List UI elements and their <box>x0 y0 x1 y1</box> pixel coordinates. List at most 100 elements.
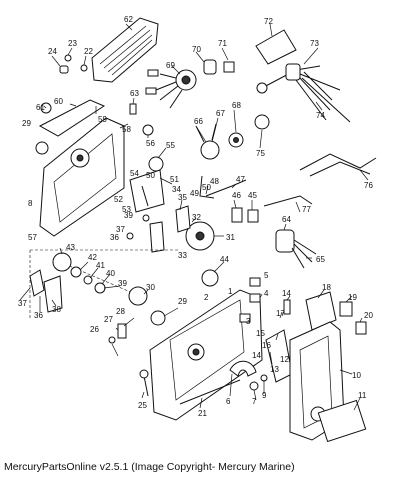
part-bushing-5 <box>249 277 261 287</box>
part-nut-37 <box>126 232 134 240</box>
callout-17: 17 <box>276 309 285 318</box>
callout-2: 2 <box>204 293 209 302</box>
callout-23: 23 <box>68 39 77 48</box>
callout-36b: 36 <box>34 311 43 320</box>
callout-63: 63 <box>130 89 139 98</box>
callout-50a: 50 <box>146 171 155 180</box>
callout-53: 53 <box>122 205 131 214</box>
callout-59: 59 <box>98 115 107 124</box>
callout-29b: 29 <box>178 297 187 306</box>
callout-75: 75 <box>256 149 265 158</box>
callout-60: 60 <box>54 97 63 106</box>
part-nut-small <box>80 64 88 72</box>
callout-43: 43 <box>66 243 75 252</box>
callout-62: 62 <box>124 15 133 24</box>
part-seal-30 <box>128 286 148 306</box>
part-pin-small <box>59 65 69 74</box>
part-screw-39 <box>142 214 150 222</box>
part-wiring-harness <box>256 63 351 123</box>
part-shaft-assembly <box>52 252 106 294</box>
callout-47: 47 <box>236 175 245 184</box>
callout-52: 52 <box>114 195 123 204</box>
callout-48: 48 <box>210 177 219 186</box>
callout-26: 26 <box>90 325 99 334</box>
callout-74: 74 <box>316 111 325 120</box>
part-retainer-28 <box>117 323 127 339</box>
part-seal-29 <box>150 310 166 326</box>
callout-19: 19 <box>348 293 357 302</box>
part-washer-small <box>64 54 72 62</box>
callout-64: 64 <box>282 215 291 224</box>
callout-9: 9 <box>262 391 267 400</box>
part-bushing <box>203 59 217 75</box>
part-lead-76 <box>299 153 377 177</box>
callout-67: 67 <box>216 109 225 118</box>
part-grommet-29 <box>35 141 49 155</box>
callout-labels: 62 24 23 22 70 71 69 72 73 74 75 76 61 6… <box>18 15 373 418</box>
callout-20: 20 <box>364 311 373 320</box>
callout-10: 10 <box>352 371 361 380</box>
callout-51: 51 <box>170 175 179 184</box>
callout-8: 8 <box>28 199 33 208</box>
callout-32: 32 <box>192 213 201 222</box>
part-cover-plate-11 <box>317 399 367 443</box>
callout-57: 57 <box>28 233 37 242</box>
part-nut-56 <box>142 124 154 136</box>
part-cable-47 <box>205 179 247 197</box>
callout-6: 6 <box>226 397 231 406</box>
part-clip <box>223 61 235 73</box>
part-bushing-3 <box>239 313 251 323</box>
callout-54: 54 <box>130 169 139 178</box>
callout-41: 41 <box>96 261 105 270</box>
callout-66: 66 <box>194 117 203 126</box>
callout-46: 46 <box>232 191 241 200</box>
callout-39b: 39 <box>118 279 127 288</box>
callout-35: 35 <box>178 193 187 202</box>
callout-56: 56 <box>146 139 155 148</box>
leader-lines <box>19 23 369 411</box>
part-link-48 <box>199 175 215 199</box>
callout-73: 73 <box>310 39 319 48</box>
callout-14a: 14 <box>252 351 261 360</box>
assembly-guide-lines <box>29 249 180 320</box>
callout-71: 71 <box>218 39 227 48</box>
callout-4: 4 <box>264 289 269 298</box>
callout-72: 72 <box>264 17 273 26</box>
part-detent-gear <box>229 360 268 391</box>
part-screw-63 <box>129 103 137 115</box>
callout-37b: 37 <box>18 299 27 308</box>
callout-69: 69 <box>166 61 175 70</box>
callout-40: 40 <box>106 269 115 278</box>
callout-77: 77 <box>302 205 311 214</box>
part-throttle-cam <box>149 205 215 253</box>
callout-42: 42 <box>88 253 97 262</box>
callout-65: 65 <box>316 255 325 264</box>
part-control-housing <box>39 117 125 237</box>
callout-16: 16 <box>262 341 271 350</box>
callout-24: 24 <box>48 47 57 56</box>
part-grille-cover <box>91 17 159 83</box>
callout-38: 38 <box>52 305 61 314</box>
part-screw-25 <box>143 375 149 397</box>
callout-13: 13 <box>270 365 279 374</box>
callout-28: 28 <box>116 307 125 316</box>
callout-30: 30 <box>146 283 155 292</box>
part-connector-75 <box>254 114 270 130</box>
callout-44: 44 <box>220 255 229 264</box>
callout-50b: 50 <box>202 183 211 192</box>
callout-25: 25 <box>138 401 147 410</box>
image-caption: MercuryPartsOnline v2.5.1 (Image Copyrig… <box>4 461 295 473</box>
callout-68: 68 <box>232 101 241 110</box>
part-trim-switch-harness <box>145 69 197 109</box>
callout-29a: 29 <box>22 119 31 128</box>
callout-49: 49 <box>190 189 199 198</box>
callout-21: 21 <box>198 409 207 418</box>
callout-36a: 36 <box>110 233 119 242</box>
callout-22: 22 <box>84 47 93 56</box>
callout-27: 27 <box>104 315 113 324</box>
part-screw-26 <box>108 336 116 344</box>
callout-3: 3 <box>246 317 251 326</box>
callout-70: 70 <box>192 45 201 54</box>
part-buzzer <box>231 195 313 223</box>
callout-7: 7 <box>252 397 257 406</box>
